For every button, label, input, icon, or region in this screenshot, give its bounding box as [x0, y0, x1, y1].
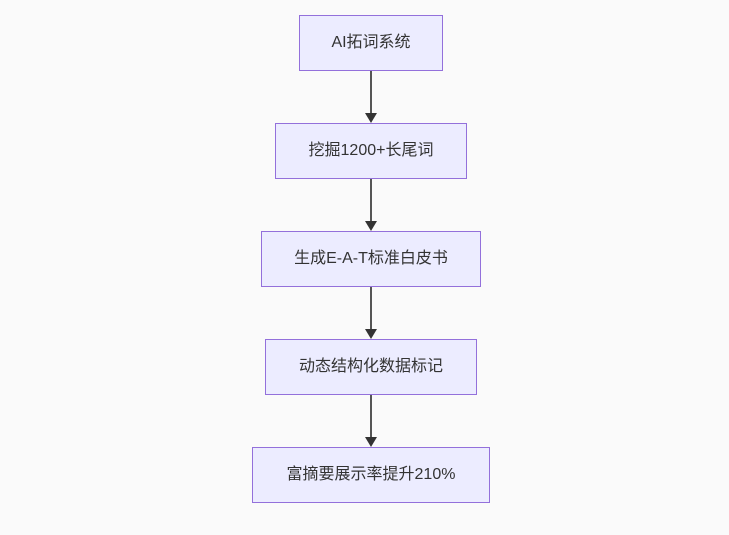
flow-node-label: 富摘要展示率提升210%: [286, 466, 456, 483]
arrow-down-icon: [364, 179, 378, 231]
flow-node-ai-word-expansion: AI拓词系统: [299, 15, 443, 71]
flow-node-longtail-mining: 挖掘1200+长尾词: [275, 123, 467, 179]
flow-node-label: 动态结构化数据标记: [298, 358, 443, 375]
flow-node-eat-whitepaper: 生成E-A-T标准白皮书: [261, 231, 481, 287]
flow-node-label: 生成E-A-T标准白皮书: [294, 250, 448, 267]
flow-node-label: 挖掘1200+长尾词: [308, 142, 434, 159]
arrow-down-icon: [364, 71, 378, 123]
flow-node-structured-data: 动态结构化数据标记: [265, 339, 477, 395]
flow-node-label: AI拓词系统: [331, 34, 411, 51]
arrow-down-icon: [364, 395, 378, 447]
flow-node-rich-snippet-result: 富摘要展示率提升210%: [252, 447, 490, 503]
arrow-down-icon: [364, 287, 378, 339]
flowchart-column: AI拓词系统 挖掘1200+长尾词 生成E-A-T标准白皮书 动态结构化数据标记…: [252, 15, 490, 503]
